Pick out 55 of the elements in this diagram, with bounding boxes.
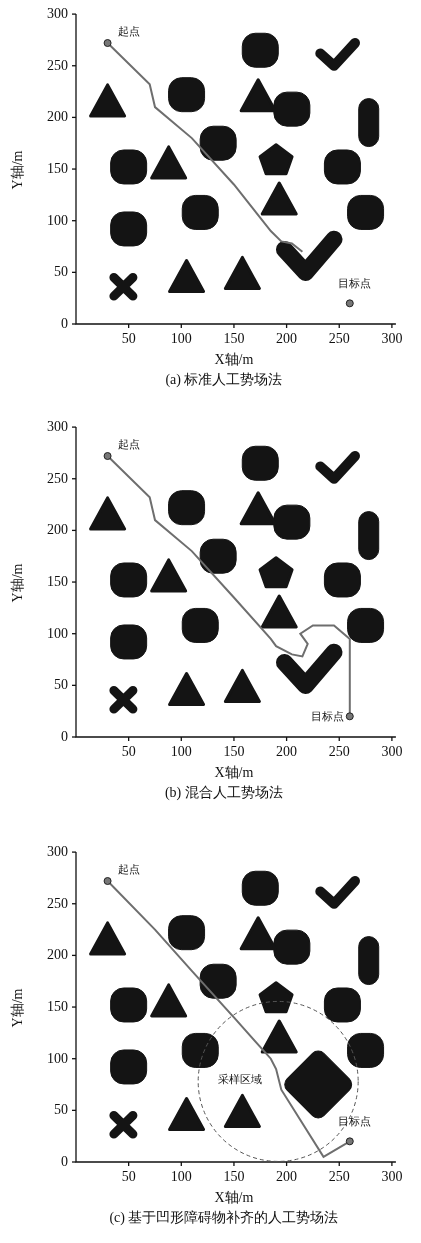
tick-label: 100 <box>47 213 68 228</box>
tick-label: 100 <box>170 332 192 346</box>
tick-label: 300 <box>381 332 403 346</box>
axis-title: X轴/m <box>214 1191 254 1205</box>
tick-label: 250 <box>328 1170 350 1184</box>
tick-label: 300 <box>47 420 68 435</box>
tick-label: 150 <box>47 162 68 177</box>
tick-label: 50 <box>54 1103 68 1118</box>
axis-title: X轴/m <box>214 766 254 780</box>
tick-label: 100 <box>47 1051 68 1066</box>
tick-label: 0 <box>61 317 68 331</box>
tick-label: 50 <box>54 678 68 693</box>
tick-label: 250 <box>47 896 68 911</box>
axis-title: X轴/m <box>214 353 254 367</box>
start-label: 起点 <box>117 863 140 875</box>
tick-label: 250 <box>47 58 68 73</box>
tick-label: 200 <box>47 110 68 125</box>
region-label: 采样区域 <box>218 1073 263 1085</box>
panel-caption: (b) 混合人工势场法 <box>164 786 283 800</box>
tick-label: 0 <box>61 730 68 744</box>
start-label: 起点 <box>117 438 140 450</box>
axis-title: Y轴/m <box>10 150 25 190</box>
tick-label: 150 <box>47 575 68 590</box>
goal-label: 目标点 <box>337 1115 371 1127</box>
tick-label: 300 <box>47 845 68 860</box>
tick-label: 300 <box>47 7 68 22</box>
tick-label: 200 <box>276 1170 298 1184</box>
tick-label: 200 <box>276 745 298 759</box>
tick-label: 50 <box>121 332 136 346</box>
tick-label: 100 <box>170 745 192 759</box>
tick-label: 250 <box>47 471 68 486</box>
panel-caption: (c) 基于凹形障碍物补齐的人工势场法 <box>109 1211 339 1225</box>
tick-label: 250 <box>328 332 350 346</box>
tick-label: 150 <box>47 1000 68 1015</box>
tick-label: 100 <box>47 626 68 641</box>
goal-label: 目标点 <box>337 277 371 289</box>
tick-label: 50 <box>121 745 136 759</box>
goal-label: 目标点 <box>310 710 344 722</box>
tick-label: 200 <box>47 523 68 538</box>
panel-caption: (a) 标准人工势场法 <box>165 373 283 387</box>
tick-label: 150 <box>223 332 245 346</box>
tick-label: 300 <box>381 1170 403 1184</box>
tick-label: 0 <box>61 1155 68 1169</box>
tick-label: 50 <box>54 265 68 280</box>
axis-title: Y轴/m <box>10 988 25 1028</box>
tick-label: 50 <box>121 1170 136 1184</box>
tick-label: 200 <box>276 332 298 346</box>
tick-label: 200 <box>47 948 68 963</box>
axis-title: Y轴/m <box>10 563 25 603</box>
tick-label: 300 <box>381 745 403 759</box>
tick-label: 100 <box>170 1170 192 1184</box>
tick-label: 250 <box>328 745 350 759</box>
tick-label: 150 <box>223 745 245 759</box>
start-label: 起点 <box>117 25 140 37</box>
tick-label: 150 <box>223 1170 245 1184</box>
